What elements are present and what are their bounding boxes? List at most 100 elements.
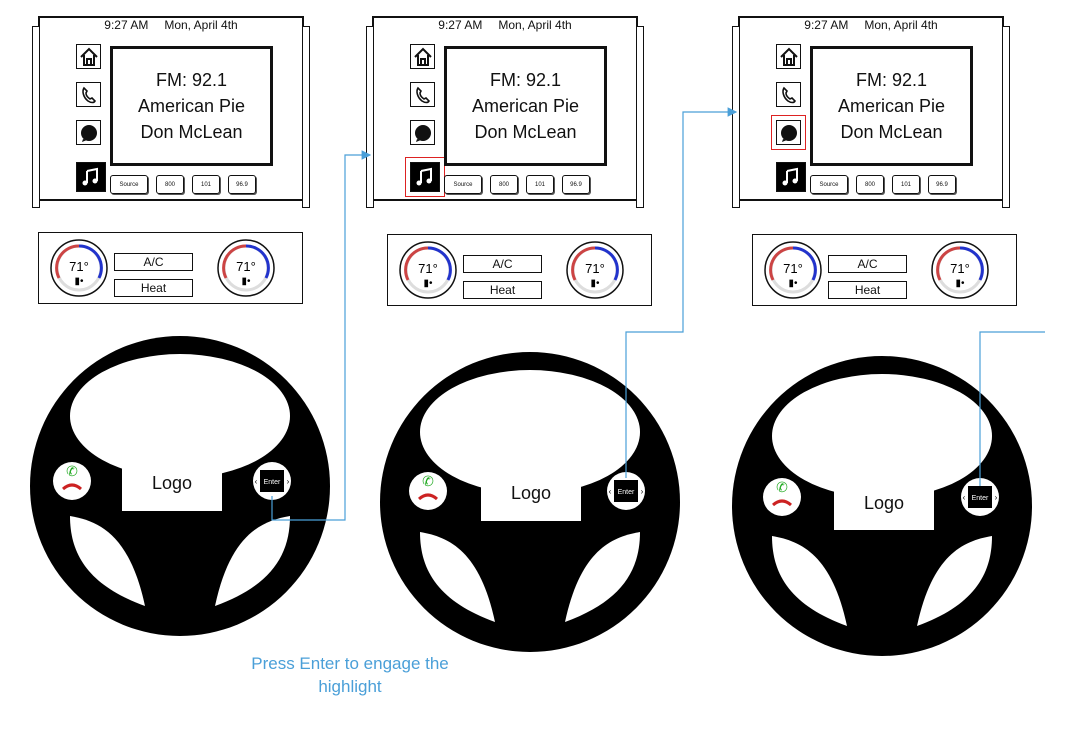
music-button[interactable] (76, 162, 106, 192)
preset-source[interactable]: Source (810, 175, 848, 194)
home-button[interactable] (410, 44, 435, 69)
home-icon (79, 47, 98, 66)
home-icon (779, 47, 798, 66)
preset-source[interactable]: Source (444, 175, 482, 194)
preset-3[interactable]: 96.9 (228, 175, 256, 194)
svg-text:71°: 71° (236, 259, 256, 274)
status-bar: 9:27 AM Mon, April 4th (374, 18, 636, 32)
nav-control[interactable]: Enter‹› (253, 462, 291, 500)
radio-frequency: FM: 92.1 (155, 70, 228, 90)
radio-song: American Pie (137, 96, 246, 116)
call-end-icon[interactable] (62, 483, 82, 491)
preset-source[interactable]: Source (110, 175, 148, 194)
ac-button[interactable]: A/C (828, 255, 907, 273)
phone-icon (81, 86, 96, 103)
climate-panel-3: 71°▮• A/C Heat 71°▮• (752, 234, 1017, 306)
temp-knob-left[interactable]: 71° ▮• (398, 240, 458, 300)
preset-1[interactable]: 800 (156, 175, 184, 194)
music-icon (782, 167, 798, 186)
message-button[interactable] (76, 120, 101, 145)
call-end-icon[interactable] (772, 499, 792, 507)
preset-row: Source 800 101 96.9 (444, 175, 590, 194)
preset-1[interactable]: 800 (490, 175, 518, 194)
preset-1[interactable]: 800 (856, 175, 884, 194)
status-time: 9:27 AM (104, 18, 149, 32)
preset-3[interactable]: 96.9 (928, 175, 956, 194)
preset-2[interactable]: 101 (192, 175, 220, 194)
svg-text:▮•: ▮• (74, 276, 84, 287)
instruction-caption: Press Enter to engage the highlight (220, 652, 480, 698)
status-date: Mon, April 4th (164, 18, 238, 32)
wheel-logo: Logo (122, 455, 222, 511)
svg-text:▮•: ▮• (955, 278, 965, 289)
heat-button[interactable]: Heat (114, 279, 193, 297)
home-button[interactable] (776, 44, 801, 69)
phone-icon (415, 86, 430, 103)
call-end-icon[interactable] (418, 493, 438, 501)
call-answer-icon[interactable]: ✆ (776, 479, 788, 495)
svg-text:71°: 71° (950, 261, 970, 276)
preset-2[interactable]: 101 (892, 175, 920, 194)
message-icon (414, 124, 431, 142)
message-button[interactable] (410, 120, 435, 145)
heat-button[interactable]: Heat (828, 281, 907, 299)
call-answer-icon[interactable]: ✆ (422, 473, 434, 489)
status-date: Mon, April 4th (498, 18, 572, 32)
home-button[interactable] (76, 44, 101, 69)
climate-panel-1: 71°▮• A/C Heat 71°▮• (38, 232, 303, 304)
phone-button[interactable] (410, 82, 435, 107)
phone-icon (781, 86, 796, 103)
music-button[interactable] (776, 162, 806, 192)
radio-artist: Don McLean (140, 122, 243, 142)
head-unit-2: 9:27 AM Mon, April 4th FM: 92.1 American … (366, 16, 644, 208)
nav-control[interactable]: Enter ‹ › (961, 478, 999, 516)
radio-artist: Don McLean (840, 122, 943, 142)
svg-text:71°: 71° (418, 261, 438, 276)
phone-button[interactable] (76, 82, 101, 107)
caption-line-2: highlight (318, 677, 382, 696)
connector-1 (271, 150, 372, 521)
temp-knob-right[interactable]: 71°▮• (565, 240, 625, 300)
radio-screen: FM: 92.1 American Pie Don McLean (444, 46, 607, 166)
preset-row: Source 800 101 96.9 (810, 175, 956, 194)
svg-text:‹: ‹ (963, 493, 966, 502)
music-button-highlighted[interactable] (405, 157, 445, 197)
call-answer-icon[interactable]: ✆ (66, 463, 78, 479)
wheel-logo: Logo (834, 476, 934, 530)
status-time: 9:27 AM (438, 18, 483, 32)
temp-knob-left[interactable]: 71°▮• (763, 240, 823, 300)
phone-button[interactable] (776, 82, 801, 107)
climate-panel-2: 71°▮• A/C Heat 71°▮• (387, 234, 652, 306)
status-date: Mon, April 4th (864, 18, 938, 32)
preset-3[interactable]: 96.9 (562, 175, 590, 194)
enter-button[interactable]: Enter (618, 489, 635, 496)
radio-screen: FM: 92.1 American Pie Don McLean (110, 46, 273, 166)
nav-control[interactable]: Enter‹› (607, 472, 645, 510)
svg-text:›: › (995, 493, 998, 502)
svg-text:‹: ‹ (609, 487, 612, 496)
phone-control[interactable]: ✆ (763, 478, 801, 516)
preset-2[interactable]: 101 (526, 175, 554, 194)
ac-button[interactable]: A/C (114, 253, 193, 271)
radio-frequency: FM: 92.1 (855, 70, 928, 90)
message-icon (80, 124, 97, 142)
enter-button[interactable]: Enter (264, 479, 281, 486)
message-button-highlighted[interactable] (771, 115, 806, 150)
temp-knob-right[interactable]: 71°▮• (216, 238, 276, 298)
radio-frequency: FM: 92.1 (489, 70, 562, 90)
caption-line-1: Press Enter to engage the (251, 654, 449, 673)
phone-control[interactable]: ✆ (409, 472, 447, 510)
radio-artist: Don McLean (474, 122, 577, 142)
radio-song: American Pie (471, 96, 580, 116)
temp-knob-left[interactable]: 71° ▮• (49, 238, 109, 298)
enter-button[interactable]: Enter (972, 495, 989, 502)
heat-button[interactable]: Heat (463, 281, 542, 299)
temp-knob-right[interactable]: 71° ▮• (930, 240, 990, 300)
svg-text:▮•: ▮• (423, 278, 433, 289)
phone-control[interactable]: ✆ (53, 462, 91, 500)
ac-button[interactable]: A/C (463, 255, 542, 273)
svg-text:71°: 71° (69, 259, 89, 274)
